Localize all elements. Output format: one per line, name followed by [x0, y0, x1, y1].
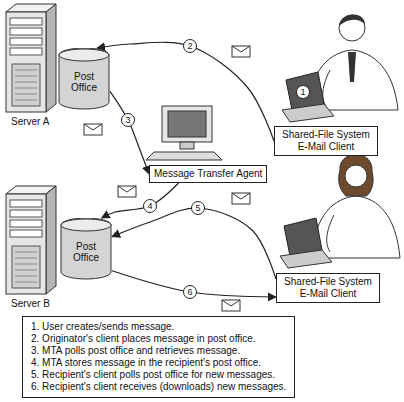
server-front	[6, 194, 46, 294]
drive-bay	[10, 18, 42, 25]
drive-bay	[10, 38, 42, 45]
woman-arm	[327, 215, 334, 252]
cylinder-body	[61, 218, 111, 279]
envelope-flap	[232, 193, 250, 199]
server-label: Server B	[11, 298, 50, 310]
laptop-screen	[284, 218, 322, 256]
drive-bay	[10, 210, 42, 217]
laptop	[282, 72, 334, 122]
vent-lines	[15, 70, 37, 100]
server-label: Server A	[11, 116, 49, 128]
mta-box: Message Transfer Agent	[149, 165, 267, 183]
envelope-flap	[118, 186, 136, 192]
post-office-store: Post Office	[58, 48, 110, 110]
envelope	[232, 46, 250, 57]
message-arrow	[112, 208, 276, 279]
laptop-base	[280, 250, 332, 268]
envelope	[84, 124, 102, 135]
laptop-screen	[286, 72, 324, 110]
server-panel	[12, 246, 40, 288]
step-number: 4	[143, 199, 157, 213]
cylinder-top	[61, 219, 111, 231]
envelope-flap	[84, 124, 102, 130]
envelope-body	[84, 124, 102, 135]
envelope-body	[222, 300, 240, 311]
woman-head	[345, 165, 367, 187]
node-text: 6. Recipient's client receives (download…	[31, 381, 286, 393]
woman-hair	[339, 155, 373, 197]
envelope-body	[232, 193, 250, 204]
drive-bay	[10, 220, 42, 227]
man-hair	[339, 14, 365, 26]
server-side	[46, 186, 56, 294]
steps-box: 1. User creates/sends message.2. Origina…	[22, 316, 295, 398]
man-head	[339, 15, 365, 41]
client-box: Shared-File System E-Mail Client	[274, 126, 378, 156]
computer	[146, 106, 222, 160]
envelope-body	[232, 46, 250, 57]
node-text: 2. Originator's client places message in…	[31, 333, 286, 345]
message-arrow	[110, 91, 149, 174]
drive-bay	[10, 48, 42, 55]
step-number: 2	[183, 39, 197, 53]
laptop-base	[282, 104, 334, 122]
envelope	[222, 300, 240, 311]
node-text: Post Office	[62, 241, 110, 263]
envelope	[232, 193, 250, 204]
message-arrow	[102, 183, 179, 218]
woman-figure	[312, 155, 400, 259]
server-panel	[12, 64, 40, 106]
node-text: Message Transfer Agent	[154, 168, 262, 180]
cylinder-body	[59, 48, 109, 109]
server-front	[6, 12, 46, 112]
cylinder-top	[59, 49, 109, 61]
envelope-body	[118, 186, 136, 197]
node-text: Shared-File System E-Mail Client	[281, 276, 375, 300]
node-text: 5. Recipient's client polls post office …	[31, 369, 286, 381]
vent-lines	[15, 252, 37, 282]
envelope-flap	[232, 46, 250, 52]
node-text: 3. MTA polls post office and retrieves m…	[31, 345, 286, 357]
monitor-screen	[168, 111, 206, 137]
post-office-store: Post Office	[60, 218, 112, 280]
drive-bay	[10, 28, 42, 35]
node-text: 1. User creates/sends message.	[31, 321, 286, 333]
woman-body	[312, 196, 400, 258]
message-arrow	[97, 42, 274, 141]
monitor-stand	[180, 142, 194, 149]
drive-bay	[10, 200, 42, 207]
step-number: 6	[183, 285, 197, 299]
monitor	[162, 106, 212, 142]
laptop	[280, 218, 332, 268]
callout-number: 1	[296, 85, 310, 99]
step-number: 3	[121, 113, 135, 127]
step-number: 5	[191, 201, 205, 215]
server-side	[46, 4, 56, 112]
server-tower	[6, 4, 56, 112]
man-tie	[348, 52, 356, 82]
keyboard	[146, 152, 222, 160]
node-text: 4. MTA stores message in the recipient's…	[31, 357, 286, 369]
node-text: Shared-File System E-Mail Client	[279, 129, 373, 153]
server-tower	[6, 186, 56, 294]
envelope-flap	[222, 300, 240, 306]
drive-bay	[10, 230, 42, 237]
node-text: Post Office	[60, 71, 108, 93]
client-box: Shared-File System E-Mail Client	[276, 273, 380, 303]
envelope	[118, 186, 136, 197]
